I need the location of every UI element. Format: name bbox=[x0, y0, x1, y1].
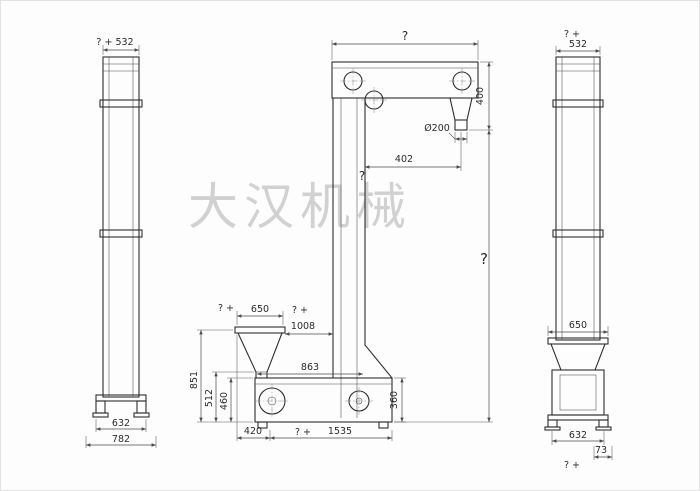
right-view-outline bbox=[544, 56, 612, 431]
dim-label-front-inlet-note-right: ? + bbox=[292, 305, 308, 316]
dim-label-right-base-offset: 73 bbox=[595, 445, 607, 456]
dim-label-right-base-note: ? + bbox=[564, 460, 580, 471]
front-view-head-outline bbox=[331, 61, 479, 131]
front-view: ? 400 Ø200 402 ? ? 650 bbox=[189, 29, 493, 441]
dim-label-front-inlet-width: 650 bbox=[251, 304, 269, 315]
dim-label-front-overall-height: ? bbox=[480, 250, 488, 268]
dim-label-front-outlet-offset: 402 bbox=[395, 154, 413, 165]
dim-label-front-head-height: 400 bbox=[475, 87, 486, 105]
dim-label-front-height-512: 512 bbox=[204, 389, 215, 407]
front-view-column-outline bbox=[332, 97, 393, 418]
dim-label-front-base-note: ? + bbox=[295, 427, 311, 438]
dim-label-right-boot-width: 650 bbox=[569, 320, 587, 331]
dim-label-front-inlet-note-left: ? + bbox=[218, 303, 234, 314]
dim-label-front-base-420: 420 bbox=[244, 426, 262, 437]
right-view-dimensions: ? + 532 650 632 73 ? + bbox=[547, 29, 613, 471]
dim-label-right-top-note: ? + bbox=[564, 29, 580, 40]
dim-label-front-outlet-diameter: Ø200 bbox=[424, 123, 450, 134]
dim-label-right-top-width: 532 bbox=[569, 39, 587, 50]
dim-label-front-base-length: 1535 bbox=[328, 426, 352, 437]
left-side-view: ? + 532 632 782 bbox=[85, 37, 157, 448]
dim-label-front-height-851: 851 bbox=[189, 371, 200, 389]
front-view-dimensions: ? 400 Ø200 402 ? ? 650 bbox=[189, 29, 493, 441]
dim-label-right-base-width: 632 bbox=[569, 430, 587, 441]
dim-label-front-boot-height: 360 bbox=[389, 391, 400, 409]
dim-label-left-base-total: 782 bbox=[112, 434, 130, 445]
dim-label-front-height-460: 460 bbox=[219, 392, 230, 410]
left-view-dimensions: ? + 532 632 782 bbox=[85, 37, 157, 448]
dim-label-front-boot-top-span: 863 bbox=[301, 362, 319, 373]
dim-label-left-top-width: ? + 532 bbox=[96, 37, 133, 48]
left-view-outline bbox=[92, 56, 150, 418]
front-view-boot-outline bbox=[254, 377, 393, 429]
right-side-view: ? + 532 650 632 73 ? + bbox=[544, 29, 613, 471]
dim-label-left-base-width: 632 bbox=[112, 418, 130, 429]
watermark-text: 大汉机械 bbox=[188, 178, 412, 236]
dim-label-front-inlet-span: 1008 bbox=[291, 321, 315, 332]
dim-label-front-top-span: ? bbox=[402, 29, 408, 43]
dim-label-front-outlet-note: ? bbox=[359, 169, 365, 183]
front-view-inlet-hopper-outline bbox=[234, 326, 286, 379]
